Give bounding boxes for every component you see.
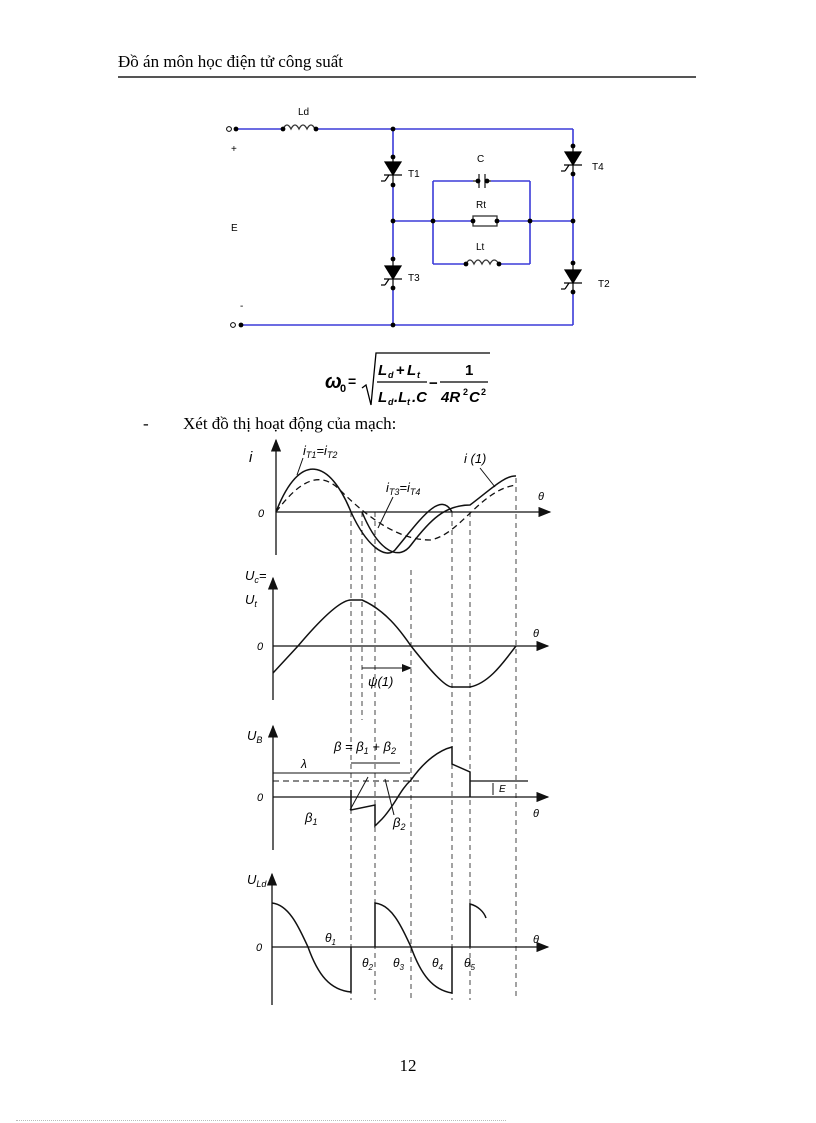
label-lt: Lt <box>476 242 485 253</box>
p3-beta2: β2 <box>392 815 405 832</box>
p1-zero: 0 <box>258 508 265 520</box>
formula-frac2-num: 1 <box>465 362 473 379</box>
formula-num1-sub: d <box>388 370 394 380</box>
label-rt: Rt <box>476 200 486 211</box>
bullet-dash: - <box>143 414 149 433</box>
p3-zero: 0 <box>257 792 264 804</box>
formula-den2-sub: t <box>407 397 411 407</box>
label-t4: T4 <box>592 162 604 173</box>
waveform-plots: i 0 θ iT1=iT2 iT3=iT4 i (1) Uc= Ut 0 θ ψ… <box>245 438 552 1005</box>
formula-den1: L <box>378 389 387 406</box>
p4-theta1: θ1 <box>325 931 336 947</box>
footer-dotted-rule <box>16 1120 506 1122</box>
formula-num2: L <box>407 362 416 379</box>
plot-voltage-uld: ULd 0 θ θ1 θ2 θ3 θ4 θ5 <box>247 872 550 1005</box>
formula-eq: = <box>348 373 356 389</box>
plot-voltage-ub: UB 0 θ λ β = β1 + β2 β1 β2 E <box>247 724 550 850</box>
p4-xlabel: θ <box>533 934 539 946</box>
formula-omega-sub: 0 <box>340 383 346 395</box>
p2-psi: ψ(1) <box>368 674 393 689</box>
formula-minus: − <box>429 375 438 392</box>
formula-frac2-den2-sup: 2 <box>481 387 486 397</box>
p4-zero: 0 <box>256 942 263 954</box>
label-e: E <box>231 223 238 234</box>
p1-label-i1: i (1) <box>464 451 486 466</box>
p3-xlabel: θ <box>533 808 539 820</box>
formula-den2: .L <box>394 389 407 406</box>
p2-zero: 0 <box>257 641 264 653</box>
p1-label-it1: iT1=iT2 <box>303 443 337 460</box>
p4-theta3: θ3 <box>393 956 405 972</box>
p1-xlabel: θ <box>538 491 544 503</box>
omega-formula: ω 0 = L d + L t L d .L t .C − 1 4R 2 C 2 <box>325 352 490 407</box>
p3-e: E <box>499 784 506 795</box>
label-t2: T2 <box>598 279 610 290</box>
label-minus: - <box>240 301 243 312</box>
page-number: 12 <box>399 1056 417 1075</box>
plot-voltage-uc: Uc= Ut 0 θ ψ(1) <box>245 568 550 700</box>
p2-ylabel-uc: Uc= <box>245 568 267 585</box>
header-rule <box>118 76 696 78</box>
bullet-text: Xét đồ thị hoạt động của mạch: <box>183 414 397 433</box>
formula-num2-sub: t <box>417 370 421 380</box>
formula-num1: L <box>378 362 387 379</box>
p4-theta2: θ2 <box>362 956 374 972</box>
formula-den1-sub: d <box>388 397 394 407</box>
p4-theta4: θ4 <box>432 956 444 972</box>
plot-currents: i 0 θ iT1=iT2 iT3=iT4 i (1) <box>249 438 552 555</box>
label-t3: T3 <box>408 273 420 284</box>
label-c: C <box>477 154 484 165</box>
page-header-title: Đồ án môn học điện tử công suất <box>118 52 343 71</box>
label-plus: + <box>231 144 237 155</box>
label-ld: Ld <box>298 107 309 118</box>
bullet-item: - Xét đồ thị hoạt động của mạch: <box>143 414 396 434</box>
p3-ylabel: UB <box>247 728 262 745</box>
p4-theta5: θ5 <box>464 956 476 972</box>
p3-beta-eq: β = β1 + β2 <box>333 739 396 756</box>
p4-ylabel: ULd <box>247 872 267 889</box>
label-t1: T1 <box>408 169 420 180</box>
p2-ylabel-ut: Ut <box>245 592 257 609</box>
circuit-diagram: Ld + E - T1 T3 T4 T2 C Rt Lt <box>226 107 610 328</box>
p2-xlabel: θ <box>533 628 539 640</box>
formula-frac2-den2: C <box>469 389 481 406</box>
formula-plus: + <box>396 362 405 379</box>
p3-lambda: λ <box>300 757 307 771</box>
formula-frac2-den: 4R <box>440 389 460 406</box>
formula-den3: .C <box>412 389 428 406</box>
p1-ylabel: i <box>249 449 253 466</box>
formula-omega: ω <box>325 371 342 393</box>
p1-label-it3: iT3=iT4 <box>386 480 420 497</box>
formula-frac2-den-sup: 2 <box>463 387 468 397</box>
p3-beta1: β1 <box>304 810 317 827</box>
